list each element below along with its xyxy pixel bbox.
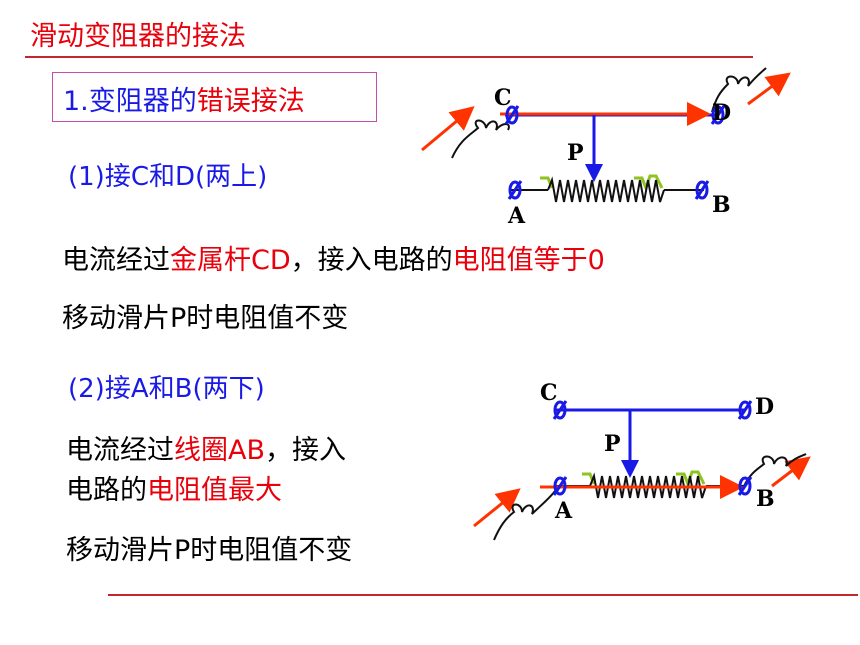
case2-line1-b: 线圈AB [174, 435, 265, 466]
case2-line2-b: 电阻值最大 [147, 475, 282, 506]
case2-line1-a: 电流经过 [66, 435, 174, 466]
d1-wire-coil-left [451, 119, 510, 159]
d1-wire-coil-right [711, 67, 767, 113]
case2-line2-a: 电路的 [66, 475, 147, 506]
slide-title: 滑动变阻器的接法 [30, 21, 246, 52]
d2-label-d: D [755, 394, 774, 420]
case1-line1-a: 电流经过 [62, 245, 170, 276]
diagram2: C D P A B [473, 380, 811, 541]
diagram1: C D P A B [421, 67, 791, 229]
heading-number: 1. [63, 86, 89, 117]
heading-plain: 变阻器的 [88, 86, 197, 117]
d1-current-in-arrow [421, 106, 475, 152]
d2-current-in-arrow [473, 488, 521, 528]
d1-terminals [504, 105, 726, 200]
case1-label: (1)接C和D(两上) [68, 162, 268, 192]
d2-label-p: P [604, 431, 621, 457]
d2-label-a: A [554, 498, 573, 524]
d2-label-b: B [756, 486, 775, 512]
case2-line1: 电流经过线圈AB，接入 [66, 428, 346, 467]
d2-wire-coil-left [493, 489, 557, 541]
case2-line2: 电路的电阻值最大 [66, 468, 282, 507]
case2-line3: 移动滑片P时电阻值不变 [66, 535, 353, 566]
case1-line2: 移动滑片P时电阻值不变 [62, 303, 349, 334]
d1-label-a: A [507, 203, 526, 229]
case1-line1: 电流经过金属杆CD，接入电路的电阻值等于0 [62, 238, 605, 277]
bottom-divider [108, 594, 858, 596]
d1-label-d: D [712, 100, 731, 126]
d1-resistance-coil [547, 176, 665, 203]
d2-current-out-arrow [771, 456, 811, 488]
d1-label-b: B [712, 192, 731, 218]
section-heading-box: 1.变阻器的错误接法 [52, 72, 377, 122]
case1-line1-d: 电阻值等于0 [452, 245, 605, 276]
top-divider [25, 56, 753, 58]
d2-wire-coil-right [743, 453, 807, 487]
heading-highlight: 错误接法 [196, 86, 305, 117]
case2-line1-c: ，接入 [265, 435, 346, 466]
d1-current-out-arrow [747, 72, 791, 106]
d2-terminals [552, 400, 753, 496]
case1-line1-c: ，接入电路的 [290, 245, 453, 276]
case1-line1-b: 金属杆CD [170, 245, 291, 276]
case2-label: (2)接A和B(两下) [68, 374, 265, 404]
d1-label-p: P [567, 140, 584, 166]
d1-label-c: C [494, 85, 512, 111]
d2-label-c: C [540, 380, 558, 406]
